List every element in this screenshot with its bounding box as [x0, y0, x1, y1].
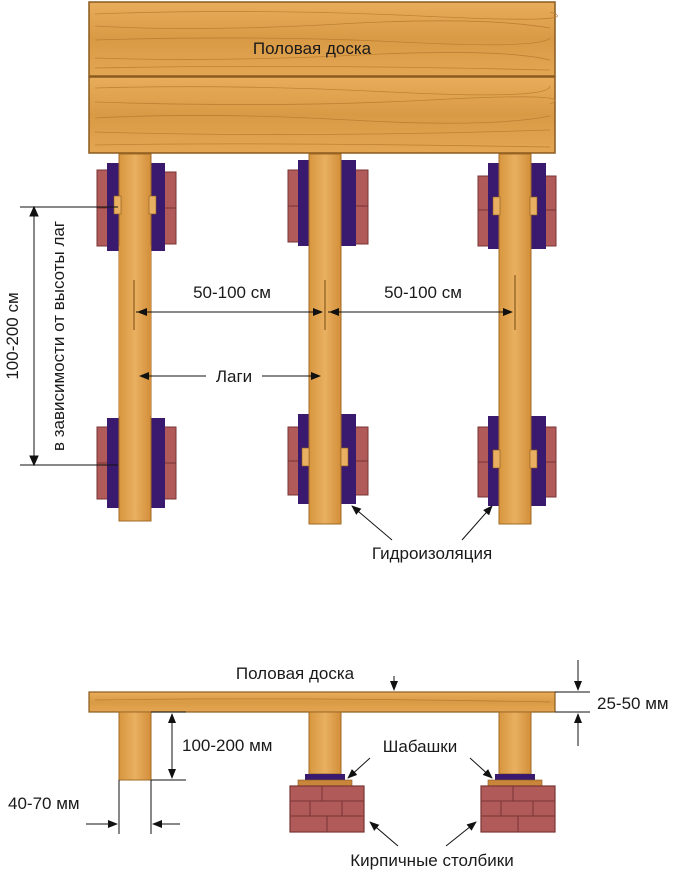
vertical-range-label: 100-200 см — [3, 292, 22, 379]
shims-label: Шабашки — [383, 737, 457, 756]
vertical-note-label: в зависимости от высоты лаг — [49, 221, 68, 451]
waterproofing-label: Гидроизоляция — [372, 544, 492, 563]
joist-3 — [477, 153, 557, 525]
brick-piers-label: Кирпичные столбики — [350, 851, 513, 870]
joist-1 — [96, 153, 177, 522]
side-joist-middle — [297, 711, 353, 787]
floor-board-label-side: Половая доска — [236, 664, 355, 683]
joist-height-label: 100-200 мм — [182, 736, 273, 755]
side-floor-board — [88, 691, 556, 713]
spacing-label-right: 50-100 см — [384, 283, 462, 302]
side-joist-left — [118, 711, 152, 781]
joists-label: Лаги — [216, 367, 252, 386]
spacing-label-left: 50-100 см — [193, 283, 271, 302]
side-joist-right — [487, 711, 543, 787]
side-dimensions — [86, 660, 590, 847]
brick-pier-right — [480, 785, 556, 833]
brick-pier-middle — [289, 785, 365, 833]
joist-2 — [287, 153, 369, 525]
floor-board-label-top: Половая доска — [253, 39, 372, 58]
spacing-dimensions — [136, 308, 513, 380]
joist-width-label: 40-70 мм — [8, 794, 80, 813]
top-floor-boards — [88, 1, 558, 154]
waterproofing-arrows — [351, 505, 493, 541]
board-thickness-label: 25-50 мм — [597, 694, 669, 713]
vertical-dimension — [20, 205, 118, 467]
